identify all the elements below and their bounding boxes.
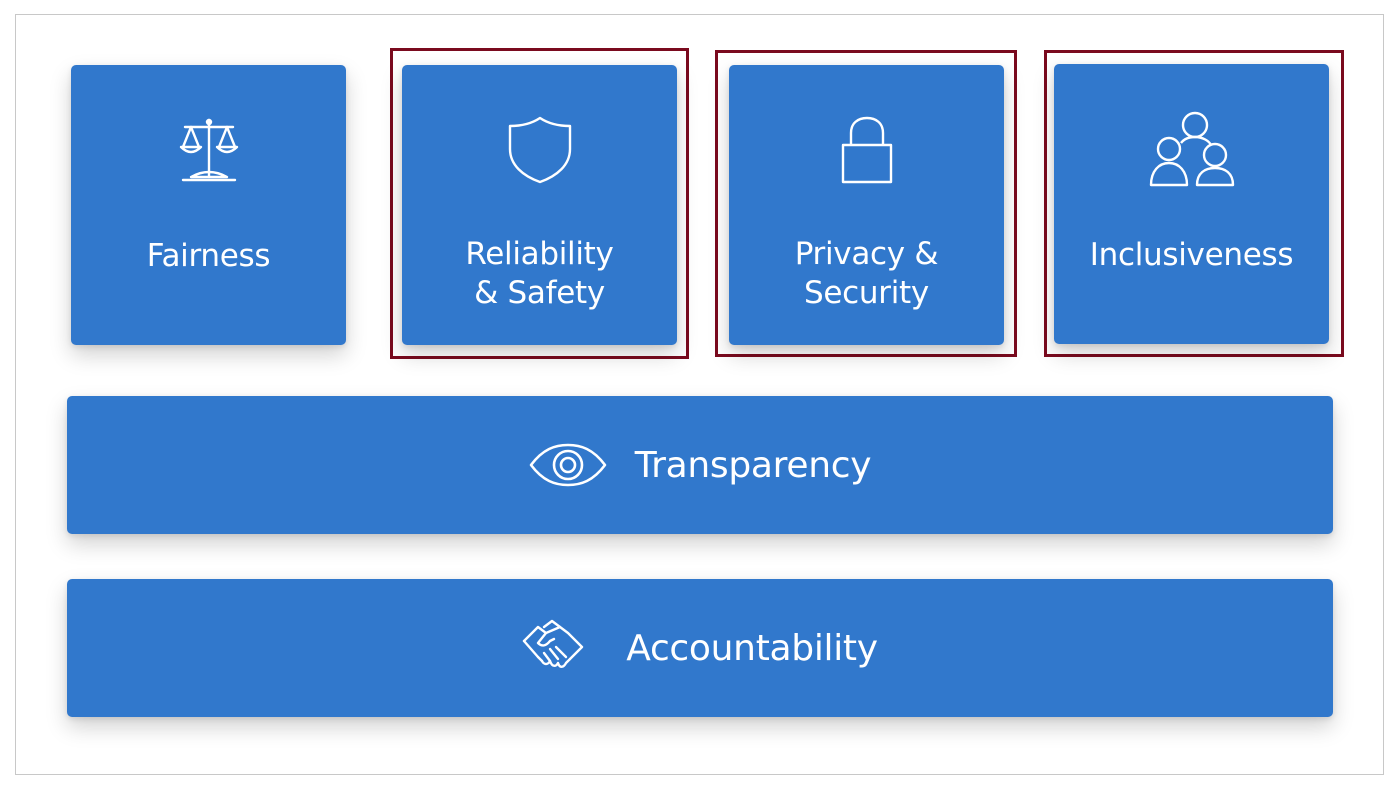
eye-icon <box>529 443 607 487</box>
highlight-box-inclusiveness <box>1044 50 1344 357</box>
padlock-icon <box>841 115 893 185</box>
tile-privacy-security: Privacy & Security <box>729 65 1004 345</box>
highlight-box-privacy <box>715 50 1017 357</box>
tile-label-privacy-security: Privacy & Security <box>794 236 939 311</box>
tile-inclusiveness: Inclusiveness <box>1054 64 1329 344</box>
tile-fairness: Fairness <box>71 65 346 345</box>
tile-label-fairness: Fairness <box>146 238 271 274</box>
shield-icon <box>507 115 573 185</box>
bar-accountability: Accountability <box>67 579 1333 717</box>
tile-reliability-safety: Reliability & Safety <box>402 65 677 345</box>
tile-label-reliability-safety: Reliability & Safety <box>465 236 614 311</box>
people-group-icon <box>1149 111 1235 187</box>
tile-label-inclusiveness: Inclusiveness <box>1089 237 1294 273</box>
bar-label-accountability: Accountability <box>626 627 878 669</box>
highlight-box-reliability <box>390 48 689 359</box>
bar-label-transparency: Transparency <box>634 444 872 486</box>
handshake-icon <box>522 619 584 677</box>
scales-icon <box>177 115 241 185</box>
bar-transparency: Transparency <box>67 396 1333 534</box>
